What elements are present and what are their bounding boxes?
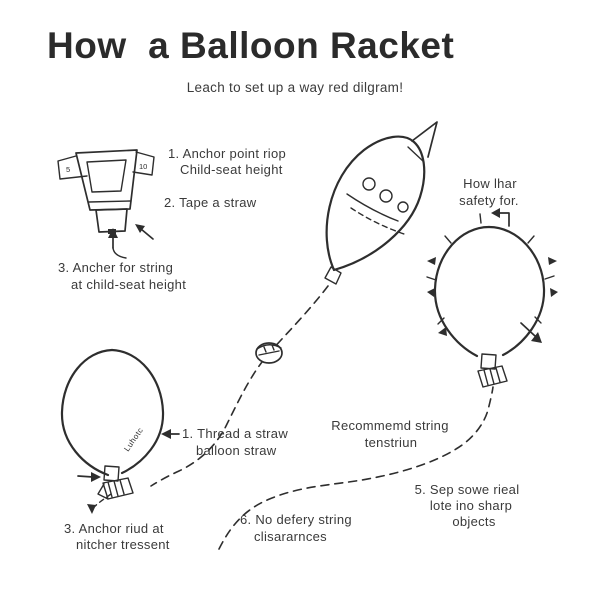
seat-caption-line2: at child-seat height	[71, 277, 186, 292]
left-balloon-knot	[103, 465, 120, 482]
right-balloon-knot	[480, 353, 497, 370]
thread-line1: 1. Thread a straw	[182, 426, 288, 441]
rocket-porthole	[362, 177, 376, 191]
page-title: How a Balloon Racket	[47, 25, 454, 66]
page-subtitle: Leach to set up a way red dilgram!	[187, 80, 404, 95]
seat-tab-right-label: 10	[139, 162, 147, 171]
tension-line1: Recommemd string	[331, 418, 449, 433]
rocket-nose-cone	[411, 121, 438, 158]
seat-tab-left-label: 5	[66, 165, 70, 174]
step5-line3: objects	[452, 514, 495, 529]
rocket-stripe-solid	[346, 193, 399, 222]
thread-line2: balloon straw	[196, 443, 277, 458]
left-balloon-drawing: Luhotc	[60, 348, 165, 500]
booster-seat-drawing: 5 10	[57, 149, 155, 234]
anchor3-line2: nitcher tressent	[76, 537, 170, 552]
step1-line2: Child-seat height	[180, 162, 283, 177]
seat-arrow-up	[108, 228, 127, 259]
right-balloon-elbow-arrow	[491, 208, 510, 227]
thread-label-arrow	[161, 429, 180, 439]
safety-line2: safety for.	[459, 193, 519, 208]
left-balloon-arrow-right	[77, 472, 101, 482]
left-balloon-cup-scribble	[97, 477, 134, 500]
rocket-porthole	[397, 201, 409, 213]
string-s-curve	[218, 386, 494, 550]
safety-line1: How lhar	[463, 176, 517, 191]
tension-line2: tenstriun	[365, 435, 418, 450]
step6-line1: 6. No defery string	[240, 512, 352, 527]
rocket-knot	[324, 266, 342, 285]
left-balloon-arrow-down	[87, 493, 112, 514]
step1-line1: 1. Anchor point riop	[168, 146, 286, 161]
string-bead	[255, 342, 283, 364]
rocket-porthole	[379, 189, 393, 203]
step5-line2: lote ino sharp	[430, 498, 512, 513]
right-balloon-cup-scribble	[477, 365, 508, 388]
seat-caption-line1: 3. Ancher for string	[58, 260, 173, 275]
left-balloon-inner-label: Luhotc	[122, 426, 145, 453]
step2-line1: 2. Tape a straw	[164, 195, 257, 210]
step6-line2: clisararnces	[254, 529, 327, 544]
right-balloon-drawing	[426, 208, 558, 388]
anchor3-line1: 3. Anchor riud at	[64, 521, 164, 536]
step5-line1: 5. Sep sowe rieal	[415, 482, 520, 497]
right-balloon-burst-marks	[426, 213, 558, 336]
right-balloon-launch-arrow	[520, 322, 542, 343]
seat-arrow-diagonal	[135, 224, 154, 240]
string-main	[150, 285, 329, 487]
rocket-stripe-dashed	[350, 207, 405, 235]
rocket-balloon-drawing	[324, 121, 438, 285]
